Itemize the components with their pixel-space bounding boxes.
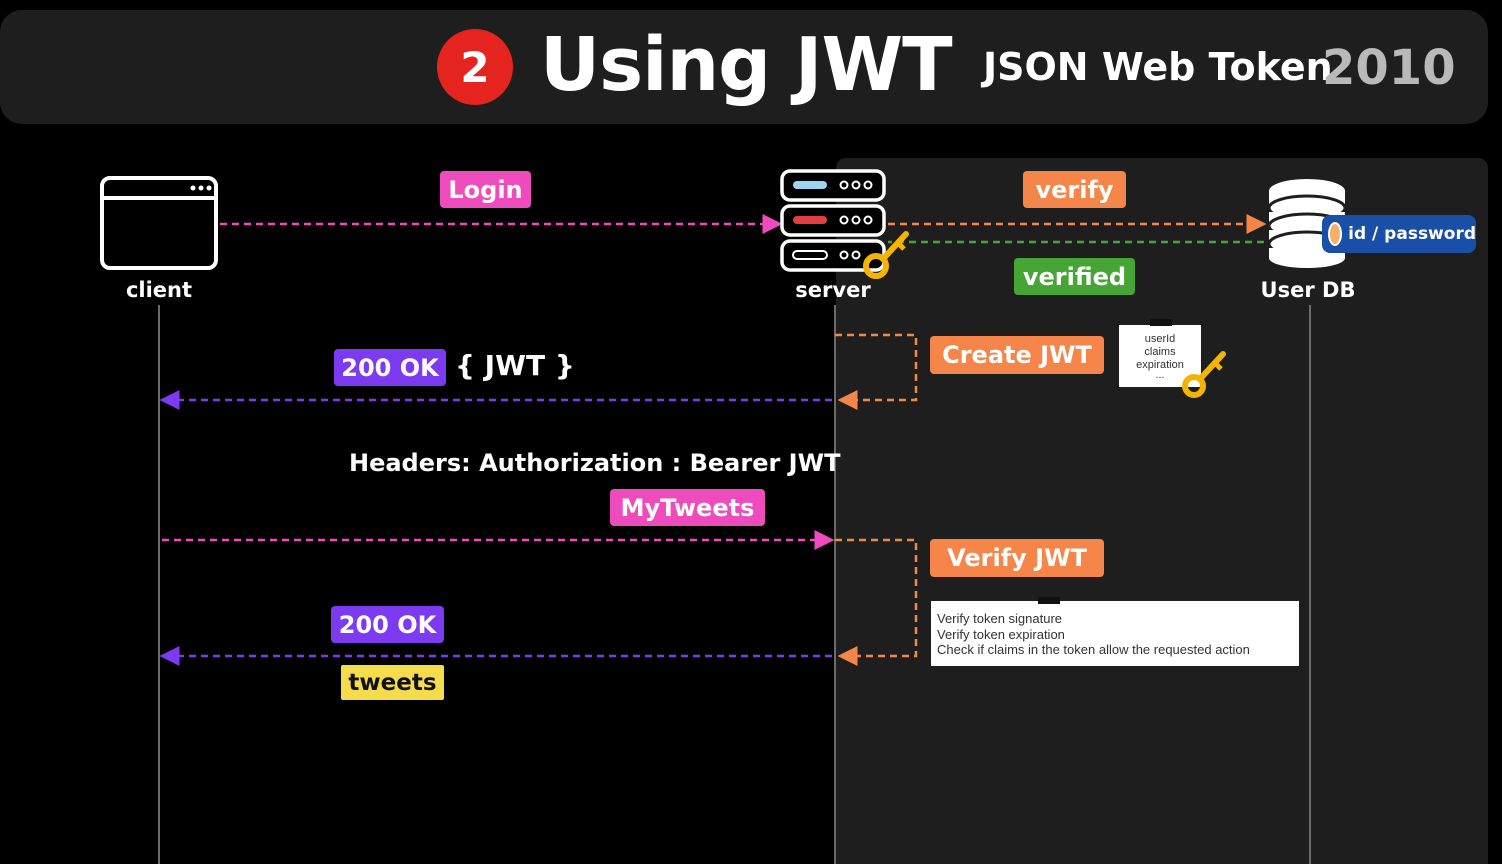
mytweets-label: MyTweets: [610, 489, 765, 526]
verified-label: verified: [1014, 258, 1135, 295]
token-note-line: claims: [1144, 346, 1176, 358]
credentials-badge: id / password: [1322, 215, 1476, 253]
year-label: 2010: [1322, 40, 1456, 96]
step-number: 2: [460, 42, 490, 92]
user-avatar-icon: [1328, 222, 1343, 246]
create-jwt-loop: [835, 333, 918, 410]
step-badge: 2: [437, 29, 513, 105]
verify-step: Verify token signature: [937, 611, 1063, 626]
create-jwt-label: Create JWT: [930, 336, 1104, 374]
credentials-text: id / password: [1348, 224, 1476, 244]
server-label: server: [795, 278, 871, 302]
verify-step: Check if claims in the token allow the r…: [937, 642, 1250, 657]
client-label: client: [125, 278, 193, 302]
tape-strip: [1038, 597, 1060, 604]
userdb-label: User DB: [1260, 278, 1356, 302]
tweets-label: tweets: [341, 665, 444, 700]
verify-jwt-label: Verify JWT: [930, 539, 1104, 577]
page-title: Using JWT: [540, 22, 953, 108]
token-note-line: ...: [1155, 369, 1165, 381]
verify-label: verify: [1023, 171, 1126, 208]
verify-step: Verify token expiration: [937, 626, 1065, 642]
verify-steps-note: Verify token signature Verify token expi…: [931, 601, 1299, 666]
backend-panel: [836, 158, 1488, 864]
title-bar: [0, 10, 1488, 124]
jwt-payload-label: { JWT }: [455, 349, 575, 382]
tape-strip: [1150, 319, 1172, 326]
ok-status-badge: 200 OK: [331, 606, 444, 643]
token-note-line: userId: [1144, 333, 1176, 345]
token-note-line: expiration: [1136, 359, 1184, 371]
login-label: Login: [440, 171, 531, 208]
page-subtitle: JSON Web Token: [983, 45, 1333, 89]
auth-header-label: Headers: Authorization : Bearer JWT: [349, 449, 841, 477]
verify-jwt-loop: [835, 538, 918, 666]
ok-status-badge: 200 OK: [334, 349, 446, 386]
